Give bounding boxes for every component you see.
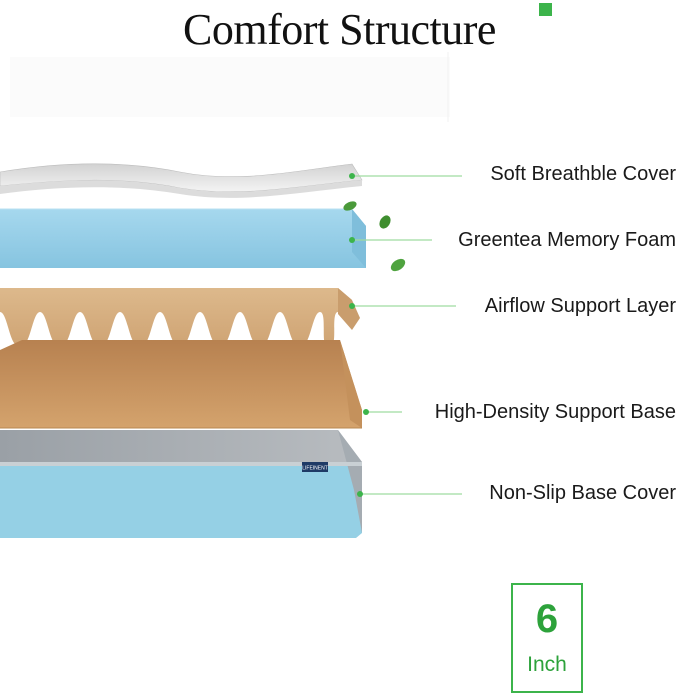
brand-tag <box>302 462 328 472</box>
leader-lines <box>349 173 462 497</box>
thickness-unit: Inch <box>527 653 567 676</box>
label-cover: Soft Breathble Cover <box>490 163 676 185</box>
airflow-support-layer <box>0 288 360 346</box>
green-tea-leaves <box>343 201 406 272</box>
title-accent-square <box>539 3 552 16</box>
thickness-value: 6 <box>535 597 559 641</box>
brand-tag-text: LIFEINENT <box>302 466 328 472</box>
memory-foam-layer <box>0 208 366 268</box>
label-airflow-support: Airflow Support Layer <box>484 295 676 317</box>
thickness-badge: 6 Inch <box>511 583 583 693</box>
label-base-cover: Non-Slip Base Cover <box>489 482 676 504</box>
faint-background-text <box>10 52 450 122</box>
cover-layer <box>0 163 363 198</box>
base-cover-layer <box>0 430 362 538</box>
high-density-base-layer <box>0 340 362 429</box>
page-title: Comfort Structure <box>183 5 496 54</box>
label-high-density-base: High-Density Support Base <box>434 401 676 423</box>
label-memory-foam: Greentea Memory Foam <box>458 229 676 251</box>
